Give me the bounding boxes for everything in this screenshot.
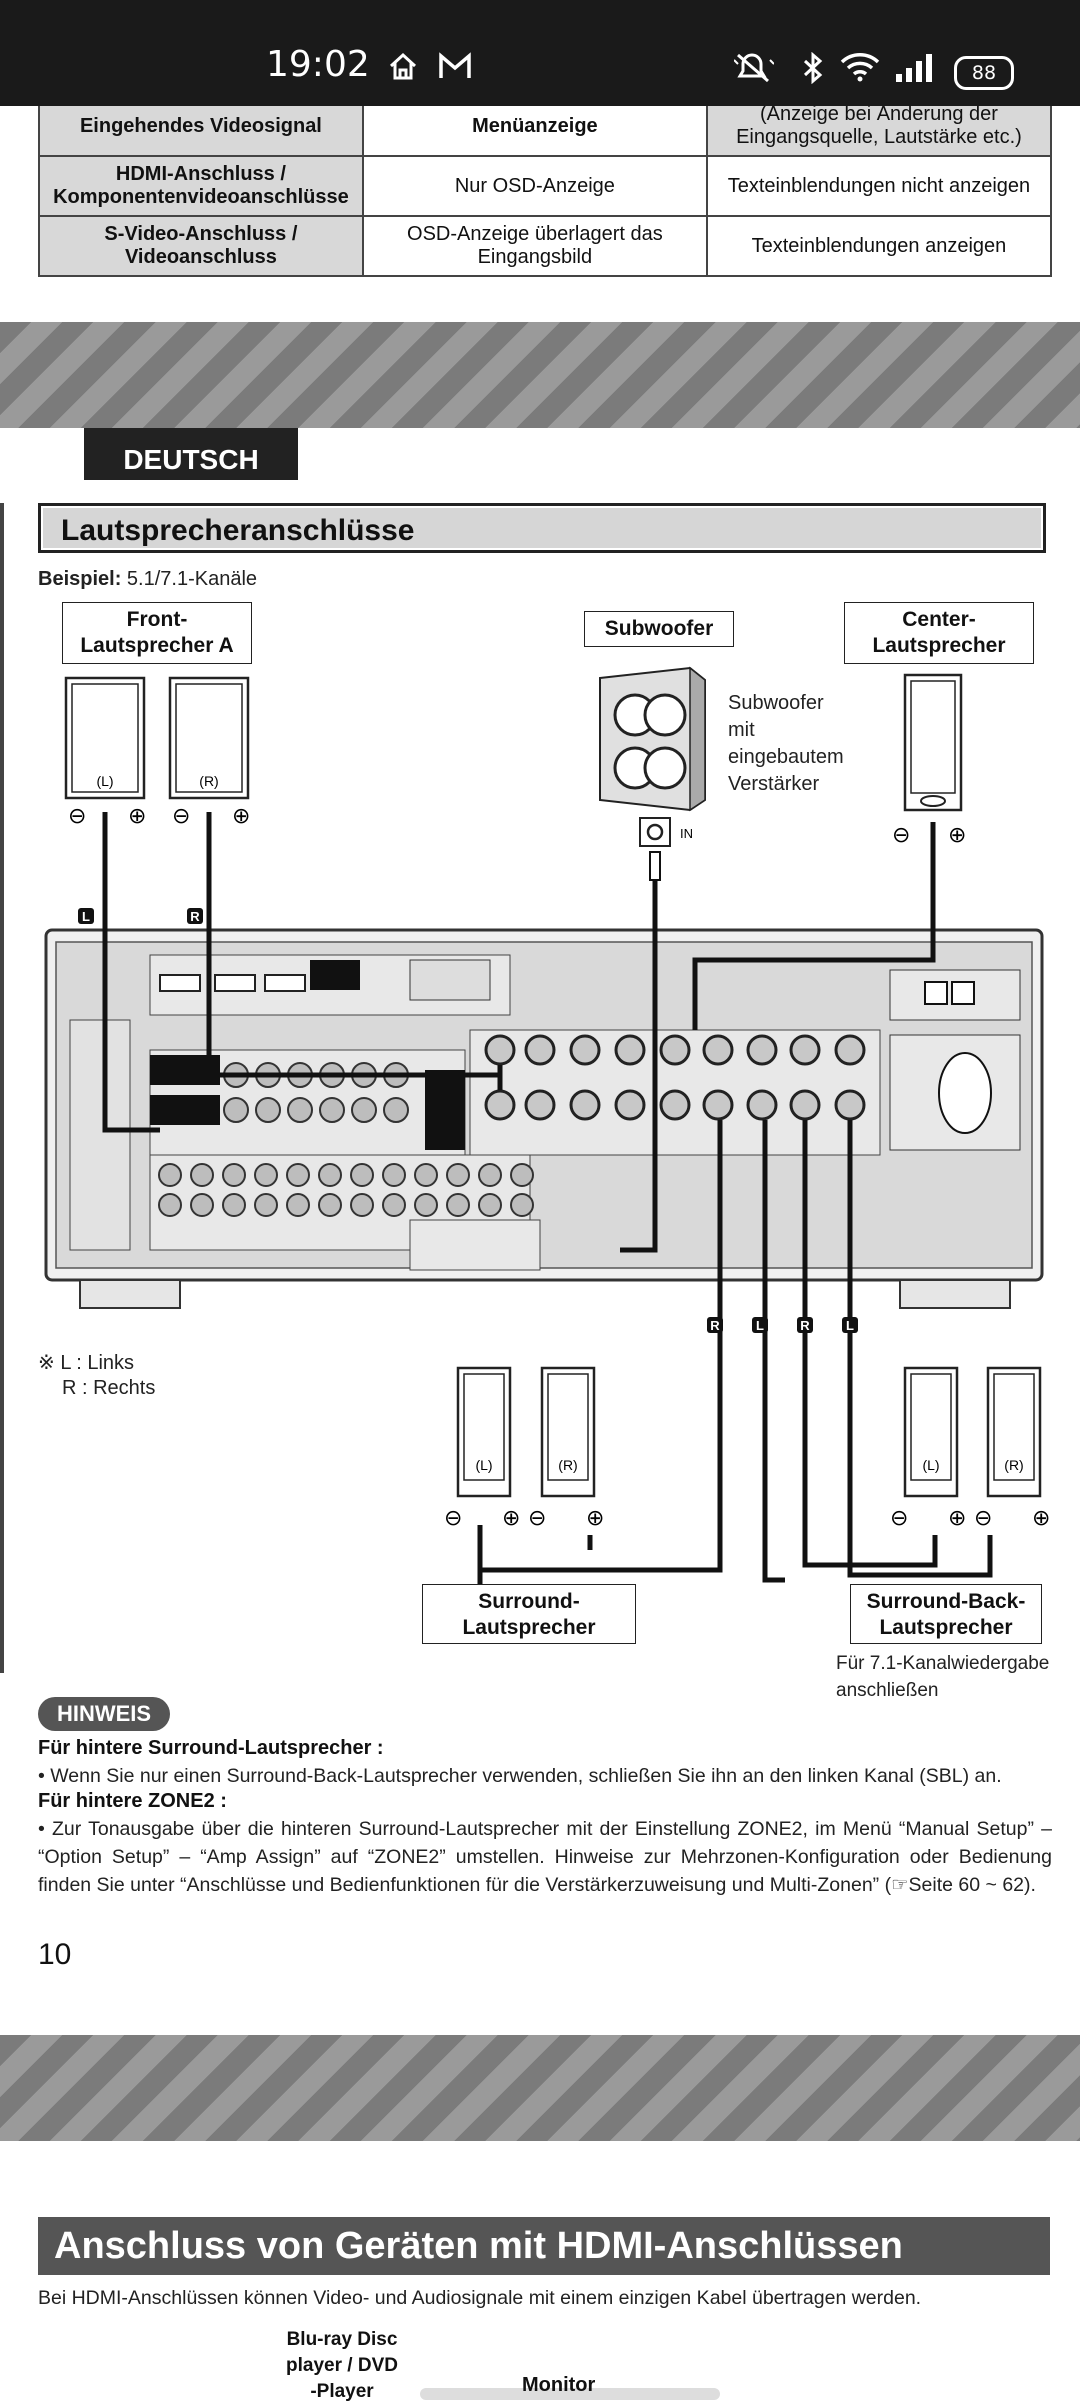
svg-text:L: L [756,1318,764,1333]
svg-text:(R): (R) [199,773,218,789]
mail-icon [439,52,471,78]
section-title: Lautsprecheranschlüsse [38,503,1046,553]
svg-text:IN: IN [680,826,693,841]
surround-speaker-label: Surround- Lautsprecher [422,1584,636,1644]
front-right-speaker: (R) [168,676,250,800]
svg-text:L: L [82,909,90,924]
table-row: HDMI-Anschluss / Komponentenvideoanschlü… [38,155,1053,217]
svg-text:⊕: ⊕ [128,804,146,829]
svg-text:⊕: ⊕ [1032,1506,1050,1531]
polarity-symbols-rear: ⊖ ⊕ ⊖ ⊕ ⊖ ⊕ ⊖ ⊕ [444,1506,1050,1531]
table-cell: OSD-Anzeige überlagert das Eingangsbild [361,215,708,277]
speaker-diagram: (L) (R) ⊖ ⊕ ⊖ ⊕ ⊖ ⊕ IN [44,666,1050,1600]
status-time: 19:02 [266,44,370,85]
svg-text:(L): (L) [475,1457,492,1473]
note-text-surround: • Wenn Sie nur einen Surround-Back-Lauts… [38,1765,1002,1787]
hinweis-badge: HINWEIS [38,1697,170,1731]
receiver-foot-right [899,1279,1011,1309]
video-signal-table: Eingehendes Videosignal Menüanzeige (Anz… [38,95,1053,277]
surround-back-right-speaker: (R) [986,1366,1042,1498]
svg-text:(L): (L) [96,773,113,789]
svg-text:⊖: ⊖ [890,1506,908,1531]
example-line: Beispiel: 5.1/7.1-Kanäle [38,568,257,591]
channel-markers: L R R L R L [78,908,858,1333]
front-speaker-label: Front- Lautsprecher A [62,602,252,664]
surround-back-left-speaker: (L) [903,1366,959,1498]
legend-rechts: R : Rechts [62,1377,156,1399]
svg-text:⊖: ⊖ [892,823,910,848]
polarity-symbols: ⊖ ⊕ ⊖ ⊕ ⊖ ⊕ [68,804,966,848]
example-value: 5.1/7.1-Kanäle [126,568,258,590]
note-text-zone2: • Zur Tonausgabe über die hinteren Surro… [38,1818,1052,1896]
svg-text:(R): (R) [1004,1457,1023,1473]
table-cell: Texteinblendungen nicht anzeigen [705,155,1053,217]
bluetooth-icon [803,52,823,84]
legend-links: ※ L : Links [38,1352,135,1374]
language-tab: DEUTSCH [84,428,298,480]
example-label: Beispiel: [38,568,122,590]
svg-text:(R): (R) [558,1457,577,1473]
svg-text:⊖: ⊖ [172,804,190,829]
page-number: 10 [38,1938,72,1971]
svg-text:⊕: ⊕ [948,823,966,848]
page-separator [0,2035,1080,2141]
table-row: S-Video-Anschluss / Videoanschluss OSD-A… [38,215,1053,277]
rca-plug [649,851,661,881]
table-cell: HDMI-Anschluss / Komponentenvideoanschlü… [38,155,364,217]
surround-left-speaker: (L) [456,1366,512,1498]
svg-text:⊖: ⊖ [444,1506,462,1531]
svg-text:(L): (L) [922,1457,939,1473]
page-edge [0,503,4,1673]
page-separator [0,322,1080,428]
center-speaker-label: Center- Lautsprecher [844,602,1034,664]
battery-indicator: 88 [954,56,1014,90]
svg-text:L: L [846,1318,854,1333]
svg-text:R: R [190,909,200,924]
surround-right-speaker: (R) [540,1366,596,1498]
table-cell: Nur OSD-Anzeige [361,155,708,217]
table-cell: Texteinblendungen anzeigen [705,215,1053,277]
wifi-icon [840,53,880,82]
player-label: Blu-ray Disc player / DVD -Player [286,2329,398,2402]
svg-text:⊖: ⊖ [528,1506,546,1531]
receiver-foot-left [79,1279,181,1309]
subwoofer-label: Subwoofer [584,611,734,647]
mute-icon [734,53,774,82]
svg-text:R: R [800,1318,810,1333]
svg-text:⊖: ⊖ [68,804,86,829]
surround-back-label: Surround-Back- Lautsprecher [850,1584,1042,1644]
svg-text:⊕: ⊕ [502,1506,520,1531]
subwoofer-description: Subwoofer mit eingebautem Verstärker [728,692,844,795]
signal-icon [896,54,932,82]
status-bar: 19:02 88 [0,0,1080,106]
home-icon [389,52,417,80]
svg-text:⊕: ⊕ [232,804,250,829]
speaker-terminals [484,1034,866,1121]
table-cell: S-Video-Anschluss / Videoanschluss [38,215,364,277]
svg-text:⊕: ⊕ [586,1506,604,1531]
note-heading-zone2: Für hintere ZONE2 : [38,1790,227,1812]
svg-text:⊖: ⊖ [974,1506,992,1531]
svg-text:⊕: ⊕ [948,1506,966,1531]
surround-back-note: Für 7.1-Kanalwiedergabe anschließen [836,1653,1050,1701]
svg-text:R: R [710,1318,720,1333]
subwoofer-speaker: IN [599,666,706,847]
device-shape [420,2388,720,2400]
center-speaker [903,673,963,812]
monitor-label: Monitor [522,2374,596,2396]
front-left-speaker: (L) [64,676,146,800]
note-heading-surround: Für hintere Surround-Lautsprecher : [38,1737,384,1759]
hdmi-intro: Bei HDMI-Anschlüssen können Video- und A… [38,2287,922,2309]
section-title-hdmi: Anschluss von Geräten mit HDMI-Anschlüss… [38,2217,1050,2275]
